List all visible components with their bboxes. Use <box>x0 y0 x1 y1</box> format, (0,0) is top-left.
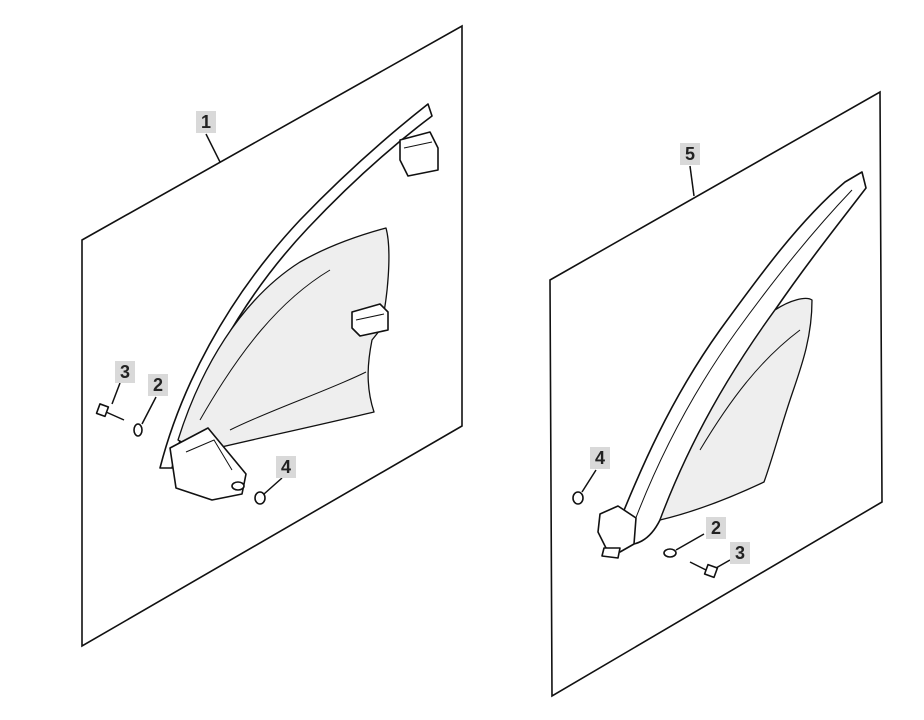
callout-5: 5 <box>680 143 700 165</box>
callout-4-left: 4 <box>276 456 296 478</box>
svg-text:4: 4 <box>281 457 291 477</box>
left-trim-part <box>159 103 439 501</box>
callout-2-right: 2 <box>706 517 726 539</box>
svg-text:5: 5 <box>685 144 695 164</box>
leader-line-3-right <box>715 559 731 569</box>
callout-3-left: 3 <box>115 361 135 383</box>
right-bolt <box>689 561 719 579</box>
leader-line-4-right <box>581 469 597 493</box>
svg-text:2: 2 <box>153 375 163 395</box>
left-nut <box>254 491 266 505</box>
svg-text:3: 3 <box>120 362 130 382</box>
left-washer <box>133 423 143 437</box>
leader-line-5 <box>689 165 695 197</box>
svg-text:4: 4 <box>595 448 605 468</box>
leader-line-2-right <box>675 533 705 551</box>
leader-line-4 <box>263 477 283 495</box>
svg-text:3: 3 <box>735 543 745 563</box>
callout-2-left: 2 <box>148 374 168 396</box>
callout-3-right: 3 <box>730 542 750 564</box>
svg-text:2: 2 <box>711 518 721 538</box>
right-trim-part <box>597 171 867 559</box>
right-washer <box>663 548 677 558</box>
left-assembly-panel: 1 3 2 4 <box>81 24 463 648</box>
right-nut <box>572 491 584 505</box>
leader-line-3 <box>111 382 121 405</box>
leader-line-1 <box>205 133 221 163</box>
svg-text:1: 1 <box>201 112 211 132</box>
right-assembly-panel: 5 4 2 3 <box>549 90 883 698</box>
callout-4-right: 4 <box>590 447 610 469</box>
left-bolt <box>95 403 125 421</box>
leader-line-2 <box>141 396 157 425</box>
callout-1: 1 <box>196 111 216 133</box>
